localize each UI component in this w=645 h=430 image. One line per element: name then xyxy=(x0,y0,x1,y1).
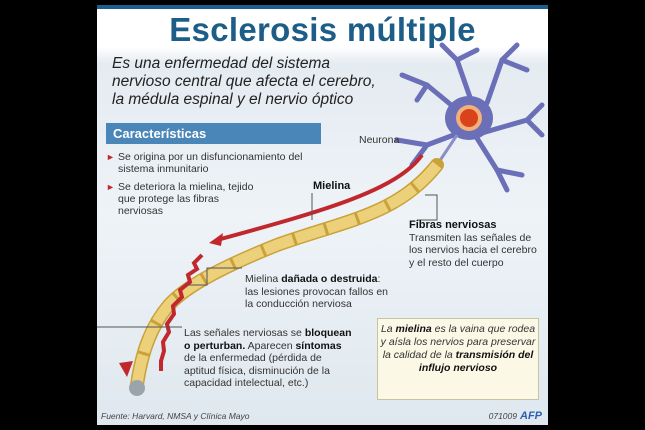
text-bold: dañada o destruida xyxy=(281,273,378,285)
characteristics-header: Características xyxy=(106,123,321,144)
nerve-illustration xyxy=(97,42,545,396)
fibers-label: Fibras nerviosas Transmiten las señales … xyxy=(409,219,539,269)
damaged-myelin-label: Mielina dañada o destruida: las lesiones… xyxy=(245,273,395,311)
characteristic-text: Se origina por un disfuncionamiento del … xyxy=(118,151,303,175)
neuron-label: Neurona xyxy=(359,134,400,146)
infographic: Esclerosis múltiple Es una enfermedad de… xyxy=(97,5,548,425)
characteristic-text: Se deteriora la mielina, tejido que prot… xyxy=(118,181,254,217)
text: Las señales nerviosas se xyxy=(184,327,305,339)
text: : las lesiones provocan fallos en la con… xyxy=(245,273,389,310)
source-credit: Fuente: Harvard, NMSA y Clínica Mayo xyxy=(101,411,250,421)
text-bold: bloquean o perturban. xyxy=(184,327,352,352)
fibers-text: Transmiten las señales de los nervios ha… xyxy=(409,231,537,269)
afp-logo: AFP xyxy=(520,410,542,422)
text: es la vaina que rodea y aísla los nervio… xyxy=(380,323,536,361)
characteristic-item: ►Se origina por un disfuncionamiento del… xyxy=(106,151,308,175)
intro-line: la médula espinal y el nervio óptico xyxy=(112,91,354,108)
axon-end xyxy=(129,380,145,396)
myelin-segments xyxy=(131,161,442,386)
page-title: Esclerosis múltiple xyxy=(169,11,476,48)
text: de la enfermedad (pérdida de aptitud fís… xyxy=(184,352,330,389)
code-text: 071009 xyxy=(488,411,517,421)
text: Mielina xyxy=(245,273,282,285)
characteristic-item: ►Se deteriora la mielina, tejido que pro… xyxy=(106,181,258,217)
myelin-label: Mielina xyxy=(313,180,351,192)
text: Aparecen xyxy=(245,339,296,352)
intro-text: Es una enfermedad del sistema nervioso c… xyxy=(112,55,432,109)
fibers-title: Fibras nerviosas xyxy=(409,219,497,231)
text-bold: transmisión del influjo nervioso xyxy=(418,349,534,374)
blocked-signal-arrow xyxy=(159,253,204,371)
intro-line: Es una enfermedad del sistema xyxy=(112,55,330,72)
intro-line: nervioso central que afecta el cerebro, xyxy=(112,73,376,90)
myelin-note-box: La mielina es la vaina que rodea y aísla… xyxy=(377,318,539,400)
text-bold: síntomas xyxy=(295,339,342,352)
text: La xyxy=(380,323,396,335)
bullet-icon: ► xyxy=(106,182,115,192)
top-bar xyxy=(97,5,548,9)
signals-label: Las señales nerviosas se bloquean o pert… xyxy=(184,327,354,390)
bullet-icon: ► xyxy=(106,152,115,162)
neuron-icon xyxy=(394,42,545,193)
text-bold: mielina xyxy=(395,323,432,335)
signal-arrow xyxy=(216,153,424,242)
